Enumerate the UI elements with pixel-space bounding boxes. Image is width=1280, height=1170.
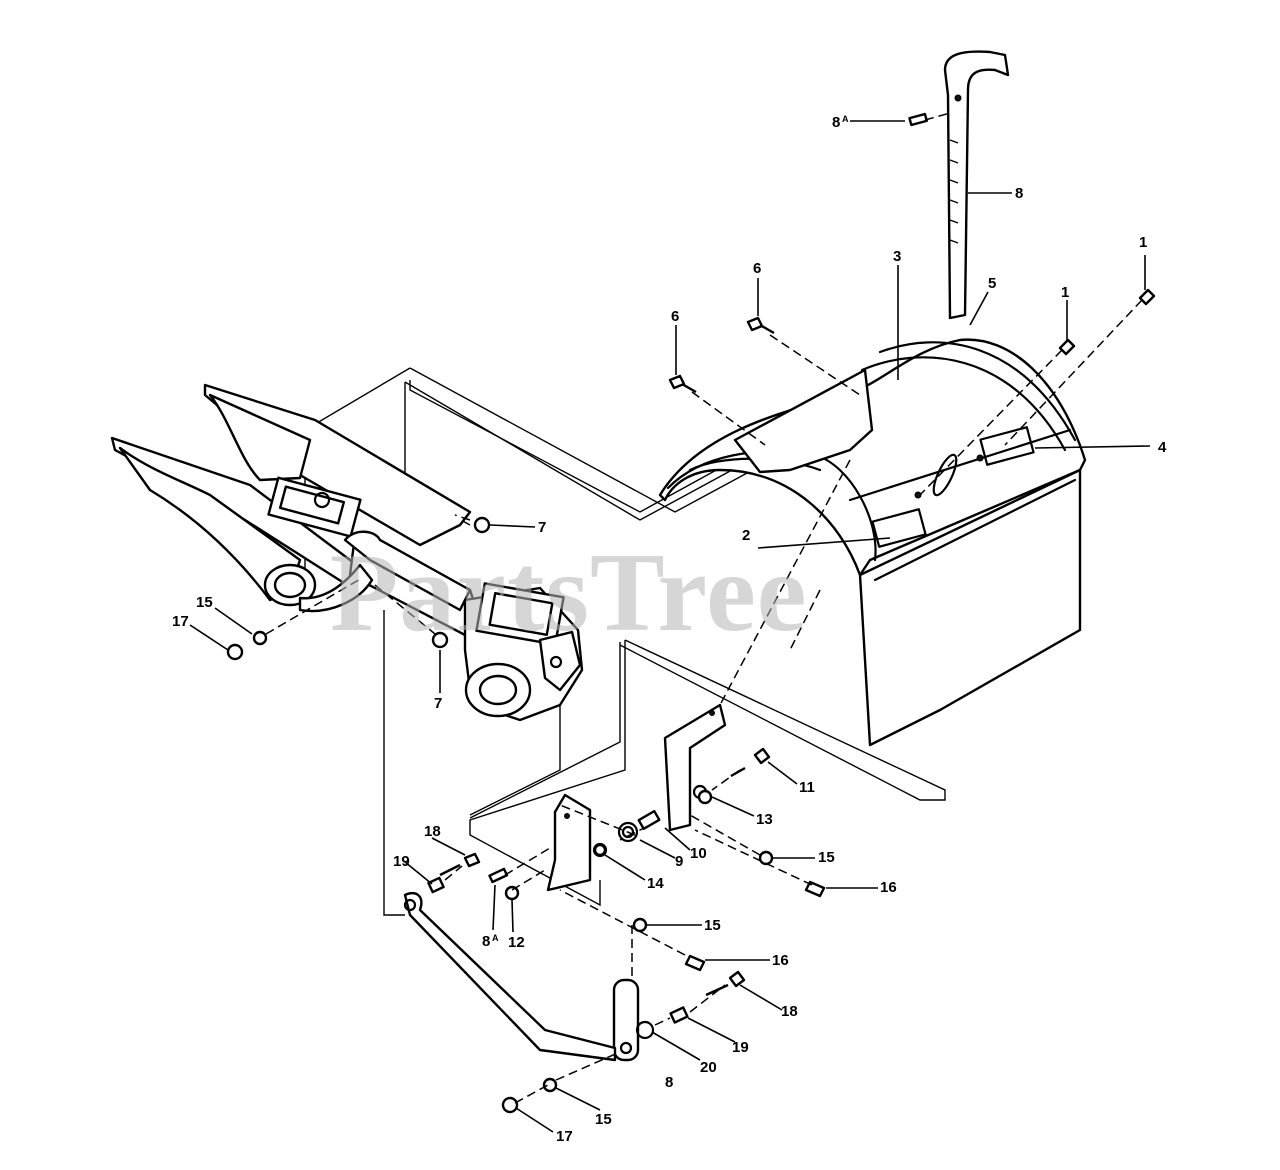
assembly-lines [265,112,1143,1104]
callout-4: 4 [1158,439,1167,456]
leader-lines [189,120,1151,1133]
callout-8a: 8 [482,933,490,950]
depth-bar-lower [403,891,655,1062]
tine-flap [858,468,1082,747]
callout-15: 15 [595,1111,612,1128]
callout-17: 17 [172,613,189,630]
callout-8: 8 [665,1074,673,1091]
callout-17: 17 [556,1128,573,1145]
tine-shaft [343,530,472,612]
callout-7: 7 [434,695,442,712]
callout-15: 15 [196,594,213,611]
callout-6: 6 [671,308,679,325]
callout-15: 15 [818,849,835,866]
callout-18: 18 [424,823,441,840]
callout-19: 19 [732,1039,749,1056]
watermark: PartsTree [330,531,808,655]
left-drive-housing [110,383,482,637]
depth-bracket-right [663,703,727,832]
callout-15: 15 [704,917,721,934]
callout-12: 12 [508,934,525,951]
callout-5: 5 [988,275,996,292]
callout-14: 14 [647,875,664,892]
callout-19: 19 [393,853,410,870]
callout-1: 1 [1061,284,1069,301]
tine-flap-fold [873,478,1077,582]
callout-labels: 1 1 2 3 4 5 6 6 7 7 8 8 8 A 8 A 9 10 11 … [172,114,1167,1145]
depth-bar-upper [943,50,1010,320]
callout-3: 3 [893,248,901,265]
callout-8a: 8 [832,114,840,131]
callout-6: 6 [753,260,761,277]
right-drive-housing [463,582,584,722]
callout-20: 20 [700,1059,717,1076]
callout-11: 11 [799,779,815,796]
callout-16: 16 [772,952,789,969]
callout-7: 7 [538,519,546,536]
hardware [226,112,1156,1114]
depth-bracket-left [546,793,608,892]
callout-10: 10 [690,845,707,862]
spring [617,809,661,843]
callout-2: 2 [742,527,750,544]
callout-9: 9 [675,853,683,870]
callout-16: 16 [880,879,897,896]
callout-13: 13 [756,811,773,828]
callout-1: 1 [1139,234,1147,251]
shield-bracket [733,368,874,474]
callout-18: 18 [781,1003,798,1020]
callout-8a-sup: A [842,114,849,124]
callout-8a-sup: A [492,933,499,943]
callout-8: 8 [1015,185,1023,202]
